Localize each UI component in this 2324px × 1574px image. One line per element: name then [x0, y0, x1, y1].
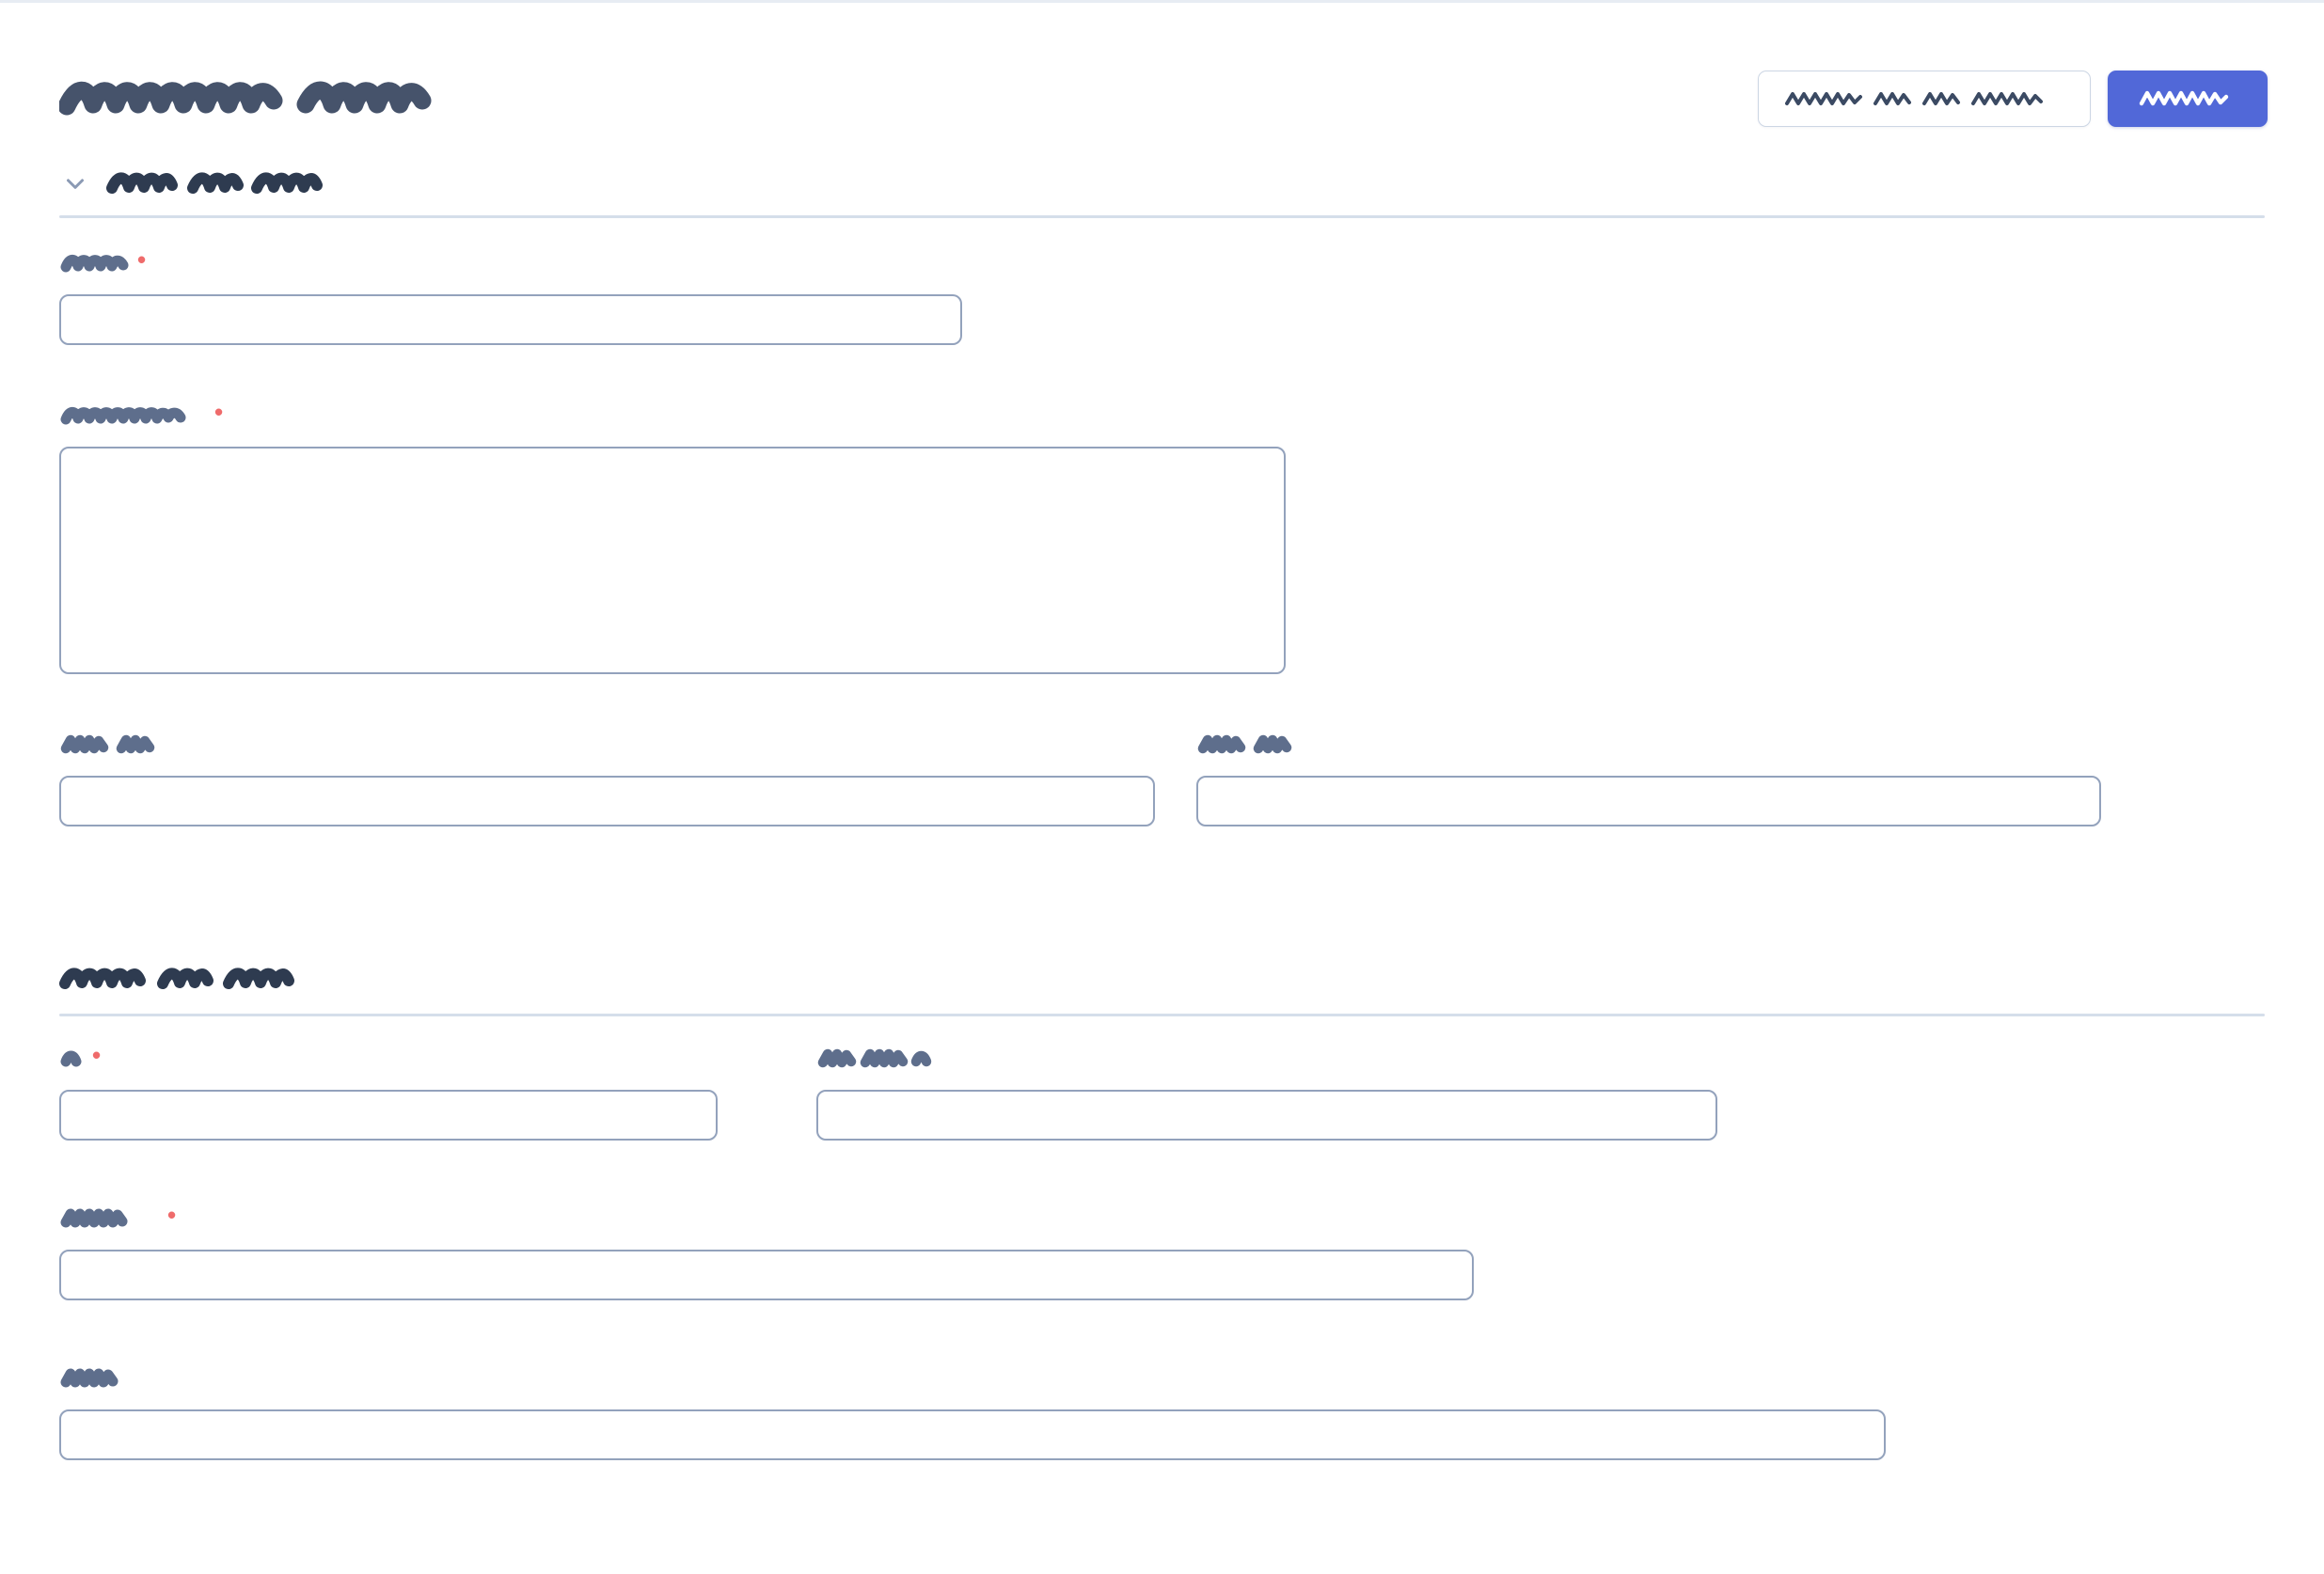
section-1-header[interactable]: ░░░░ ░░░ ░░░░░ [59, 165, 332, 202]
field-8-group: ░░░░░ [59, 1368, 1886, 1460]
field-1-label-redaction [60, 254, 129, 273]
field-5-required-marker: • [92, 1041, 102, 1069]
field-3-label: ░░░░░ ░░░ [59, 734, 1155, 761]
field-6-input[interactable] [816, 1090, 1717, 1141]
field-3-input[interactable] [59, 776, 1155, 826]
section-2-divider [59, 1014, 2265, 1016]
field-3-label-redaction [60, 734, 155, 754]
section-2-heading: ░░░░░░ ░░░ ░░░░░ [59, 965, 332, 993]
field-7-group: ░░░░░░░ • [59, 1201, 1474, 1300]
field-7-label-redaction [60, 1208, 128, 1228]
page-header: ░░░░░░░░ ░░░░ ░░░░░░ ░░░ ░░░ ░░░░░ [0, 3, 2324, 170]
field-2-label: ░░░░░░░░░░ • [59, 398, 1286, 432]
chevron-down-icon[interactable] [59, 167, 91, 199]
field-7-label: ░░░░░░░ • [59, 1201, 1474, 1235]
header-actions: ░░░░░░ ░░░ ░░░ ░░░░░ ░░░░░░ [1758, 71, 2268, 127]
field-3-group: ░░░░░ ░░░ [59, 734, 1155, 826]
field-4-input-wrap [1196, 776, 2101, 826]
field-7-required-marker: • [167, 1201, 177, 1229]
field-2-textarea-wrap [59, 447, 1286, 674]
section-2-header: ░░░░░░ ░░░ ░░░░░ [59, 960, 332, 998]
field-1-input[interactable] [59, 294, 962, 345]
section-1-divider [59, 215, 2265, 218]
field-6-label: ░░░░ ░░░░░ ░░ [816, 1048, 1717, 1075]
field-4-input[interactable] [1196, 776, 2101, 826]
section-2-heading-redaction [59, 968, 294, 989]
secondary-action-button[interactable]: ░░░░░░ ░░░ ░░░ ░░░░░ [1758, 71, 2091, 127]
page-title-redaction [59, 81, 432, 116]
field-3-input-wrap [59, 776, 1155, 826]
field-2-label-redaction [60, 406, 186, 425]
field-4-label: ░░░░░ ░░░ [1196, 734, 2101, 761]
secondary-action-redaction [1785, 92, 2043, 105]
field-5-group: ░░ • [59, 1041, 718, 1141]
field-8-input[interactable] [59, 1409, 1886, 1460]
field-1-group: ░░░░ • [59, 245, 962, 345]
field-5-label: ░░ • [59, 1041, 718, 1075]
field-8-label-redaction [60, 1368, 119, 1388]
field-5-input[interactable] [59, 1090, 718, 1141]
field-7-input-wrap [59, 1250, 1474, 1300]
field-2-group: ░░░░░░░░░░ • [59, 398, 1286, 674]
primary-action-redaction [2139, 90, 2229, 106]
field-7-input[interactable] [59, 1250, 1474, 1300]
field-8-label: ░░░░░ [59, 1368, 1886, 1394]
section-1-heading: ░░░░ ░░░ ░░░░░ [106, 169, 332, 197]
primary-action-button[interactable]: ░░░░░░ [2108, 71, 2268, 127]
field-2-textarea[interactable] [59, 447, 1286, 674]
field-1-required-marker: • [137, 245, 147, 274]
field-6-label-redaction [817, 1048, 932, 1068]
section-1-heading-redaction [106, 172, 323, 194]
page-title: ░░░░░░░░ ░░░░ [59, 76, 454, 121]
field-8-input-wrap [59, 1409, 1886, 1460]
field-6-group: ░░░░ ░░░░░ ░░ [816, 1048, 1717, 1141]
field-1-input-wrap [59, 294, 962, 345]
field-1-label: ░░░░ • [59, 245, 962, 279]
field-5-label-redaction [60, 1050, 82, 1067]
field-4-group: ░░░░░ ░░░ [1196, 734, 2101, 826]
field-5-input-wrap [59, 1090, 718, 1141]
field-2-required-marker: • [214, 398, 224, 426]
field-4-label-redaction [1197, 734, 1292, 754]
field-6-input-wrap [816, 1090, 1717, 1141]
